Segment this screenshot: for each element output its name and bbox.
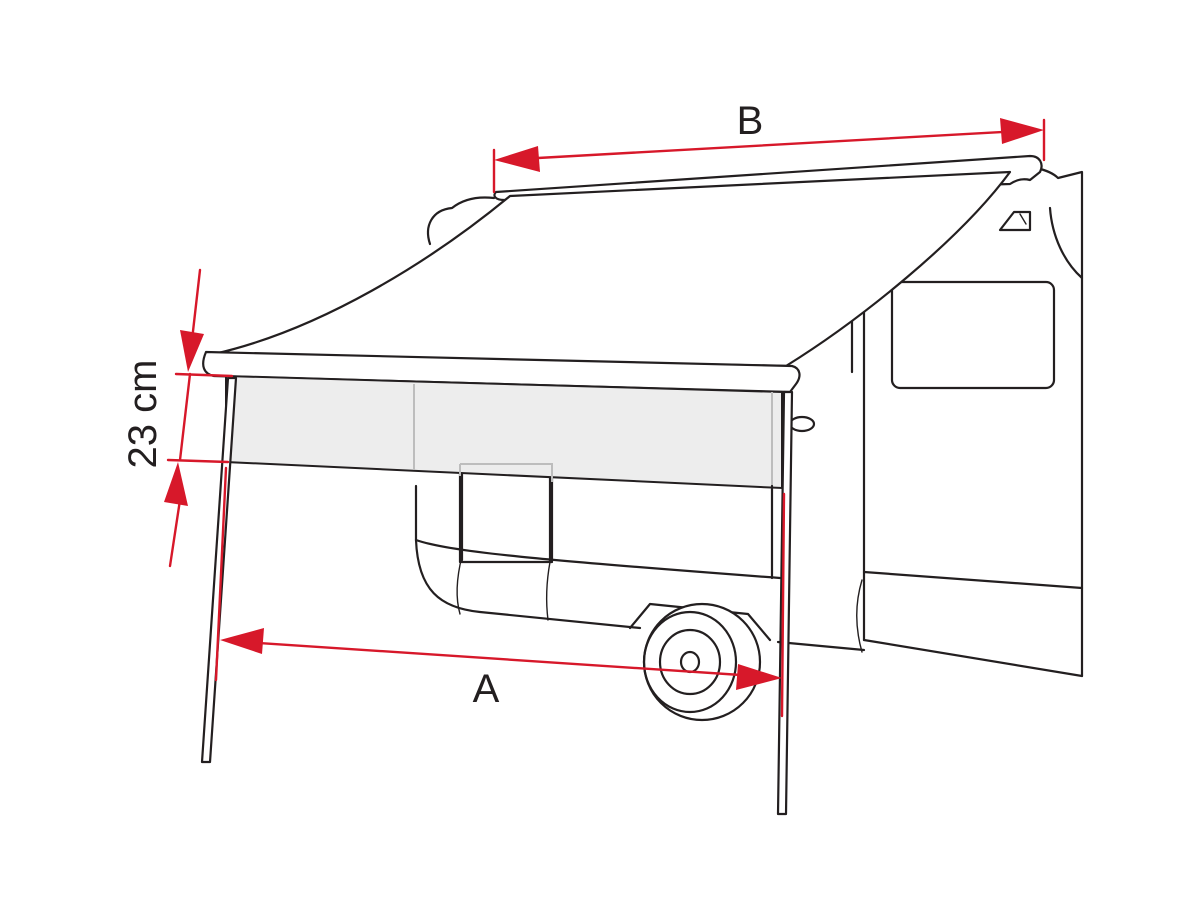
front-valance xyxy=(225,374,783,490)
dimension-a-line xyxy=(242,640,758,678)
dimension-height-lower-stem xyxy=(168,498,182,568)
dimension-arrows xyxy=(164,118,1046,718)
dimension-height xyxy=(164,268,234,568)
label-b: B xyxy=(737,99,764,143)
label-height: 23 cm xyxy=(121,360,165,469)
awning-canopy xyxy=(202,154,1043,394)
dimension-b xyxy=(492,118,1046,194)
dimension-height-top-line xyxy=(174,372,234,378)
dimension-b-arrow-left xyxy=(494,146,540,172)
dimension-b-arrow-right xyxy=(1000,118,1044,144)
dimension-height-arrow-up xyxy=(164,462,188,506)
dimension-a-arrow-right xyxy=(736,664,782,690)
dimension-a-extension-right xyxy=(780,492,786,718)
dimension-height-bottom-line xyxy=(166,458,230,464)
label-a: A xyxy=(473,667,500,711)
dimension-a-extension-left xyxy=(214,466,228,682)
dimension-height-middle-stem xyxy=(178,372,192,462)
dimension-height-upper-stem xyxy=(190,268,202,342)
wheel xyxy=(642,602,762,722)
dimension-a xyxy=(214,466,786,718)
dimension-a-arrow-left xyxy=(220,628,264,654)
dimension-height-arrow-down xyxy=(180,330,204,372)
dimension-b-line xyxy=(518,129,1022,161)
